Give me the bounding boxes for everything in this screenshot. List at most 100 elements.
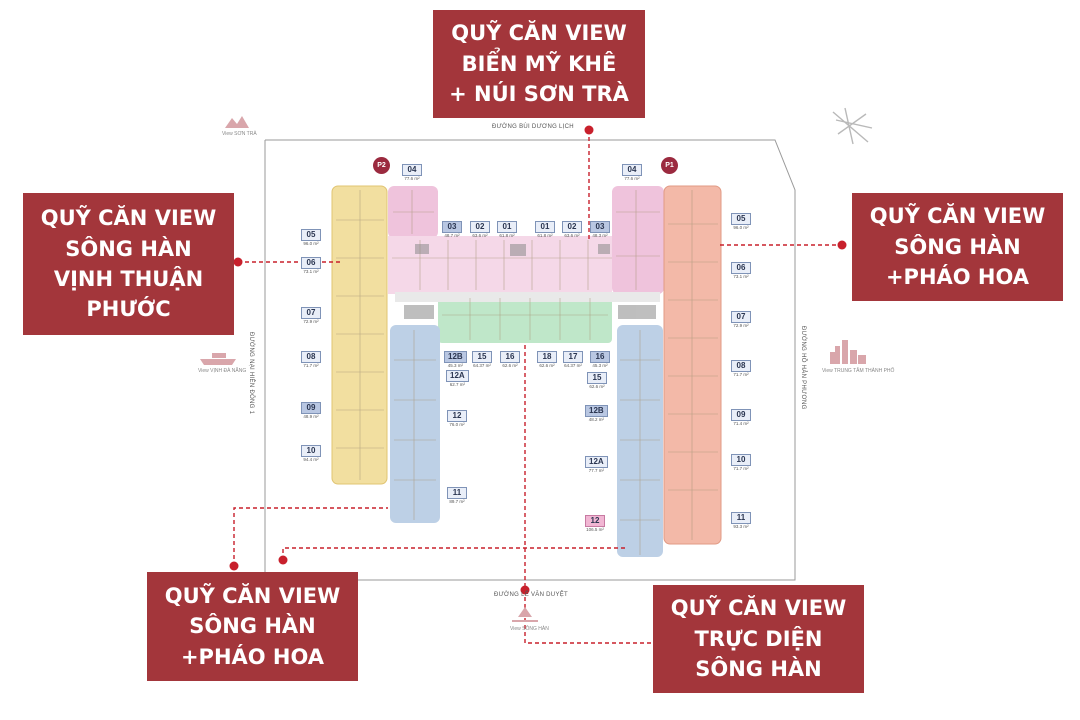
callout-left-line: SÔNG HÀN xyxy=(65,236,192,261)
callout-left-line: QUỸ CĂN VIEW xyxy=(40,206,217,231)
unit-area: 45.3 m² xyxy=(592,363,608,368)
unit-area: 106.5 m² xyxy=(586,527,604,532)
building-p1-marker: P1 xyxy=(661,157,678,174)
unit-area: 48.9 m² xyxy=(303,414,319,419)
mountain-icon xyxy=(225,116,249,128)
unit-area: 62.7 m² xyxy=(449,382,465,387)
unit-number: 06 xyxy=(731,262,751,274)
unit-area: 76.0 m² xyxy=(449,422,465,427)
unit-number: 15 xyxy=(472,351,492,363)
corridor xyxy=(395,292,660,302)
unit-area: 64.37 m² xyxy=(564,363,582,368)
leader-lines xyxy=(233,130,842,644)
unit-area: 77.7 m² xyxy=(588,468,604,473)
unit-area: 77.6 m² xyxy=(624,176,640,181)
unit-number: 08 xyxy=(731,360,751,372)
unit-area: 73.1 m² xyxy=(303,269,319,274)
callout-top-line: + NÚI SƠN TRÀ xyxy=(449,82,629,107)
zone-yellow-left xyxy=(331,185,388,485)
unit-number: 02 xyxy=(562,221,582,233)
compass-icon xyxy=(832,107,873,145)
unit-number: 05 xyxy=(731,213,751,225)
unit-area: 89.7 m² xyxy=(449,499,465,504)
unit-area: 62.6 m² xyxy=(589,384,605,389)
unit-area: 45.3 m² xyxy=(447,363,463,368)
building-p2-marker: P2 xyxy=(373,157,390,174)
callout-bottom-left: QUỸ CĂN VIEW SÔNG HÀN +PHÁO HOA xyxy=(147,572,358,681)
street-label-top: ĐƯỜNG BÙI DƯƠNG LỊCH xyxy=(492,124,574,130)
unit-number: 12A xyxy=(446,370,469,382)
view-label-vinh-da-nang: View VỊNH ĐÀ NẴNG xyxy=(198,368,247,374)
unit-number: 12 xyxy=(585,515,605,527)
callout-right: QUỸ CĂN VIEW SÔNG HÀN +PHÁO HOA xyxy=(852,193,1063,301)
unit-number: 09 xyxy=(301,402,321,414)
unit-area: 63.6 m² xyxy=(472,233,488,238)
core-elements xyxy=(404,244,656,319)
unit-area: 72.9 m² xyxy=(303,319,319,324)
unit-number: 05 xyxy=(301,229,321,241)
unit-area: 48.7 m² xyxy=(444,233,460,238)
unit-area: 73.1 m² xyxy=(733,274,749,279)
zone-blue-left xyxy=(390,325,440,523)
unit-area: 61.8 m² xyxy=(537,233,553,238)
zone-green-center xyxy=(438,295,612,343)
callout-bottom-right: QUỸ CĂN VIEW TRỰC DIỆN SÔNG HÀN xyxy=(653,585,864,693)
unit-area: 72.9 m² xyxy=(733,323,749,328)
unit-area: 64.37 m² xyxy=(473,363,491,368)
unit-area: 71.7 m² xyxy=(733,466,749,471)
unit-number: 16 xyxy=(500,351,520,363)
view-label-son-tra: View SƠN TRÀ xyxy=(222,131,257,137)
unit-number: 04 xyxy=(622,164,642,176)
callout-right-line: SÔNG HÀN xyxy=(894,234,1021,259)
unit-area: 96.0 m² xyxy=(733,225,749,230)
callout-bottom-right-line: SÔNG HÀN xyxy=(695,657,822,682)
unit-number: 15 xyxy=(587,372,607,384)
unit-number: 09 xyxy=(731,409,751,421)
unit-area: 71.4 m² xyxy=(733,421,749,426)
unit-number: 07 xyxy=(731,311,751,323)
city-skyline-icon xyxy=(830,340,866,364)
unit-area: 61.8 m² xyxy=(499,233,515,238)
leader-dots xyxy=(229,125,847,595)
unit-area: 71.7 m² xyxy=(303,363,319,368)
unit-number: 07 xyxy=(301,307,321,319)
unit-number: 04 xyxy=(402,164,422,176)
street-label-bottom: ĐƯỜNG LÊ VĂN DUYỆT xyxy=(494,592,569,598)
unit-number: 17 xyxy=(563,351,583,363)
callout-left-line: PHƯỚC xyxy=(86,297,171,322)
callout-right-line: +PHÁO HOA xyxy=(885,265,1030,290)
unit-number: 08 xyxy=(301,351,321,363)
callout-bottom-left-line: QUỸ CĂN VIEW xyxy=(164,583,341,608)
apartment-grid xyxy=(336,190,718,555)
unit-number: 12B xyxy=(585,405,608,417)
unit-number: 03 xyxy=(590,221,610,233)
unit-number: 10 xyxy=(301,445,321,457)
callout-bottom-right-line: TRỰC DIỆN xyxy=(694,626,823,651)
unit-number: 01 xyxy=(497,221,517,233)
unit-number: 06 xyxy=(301,257,321,269)
